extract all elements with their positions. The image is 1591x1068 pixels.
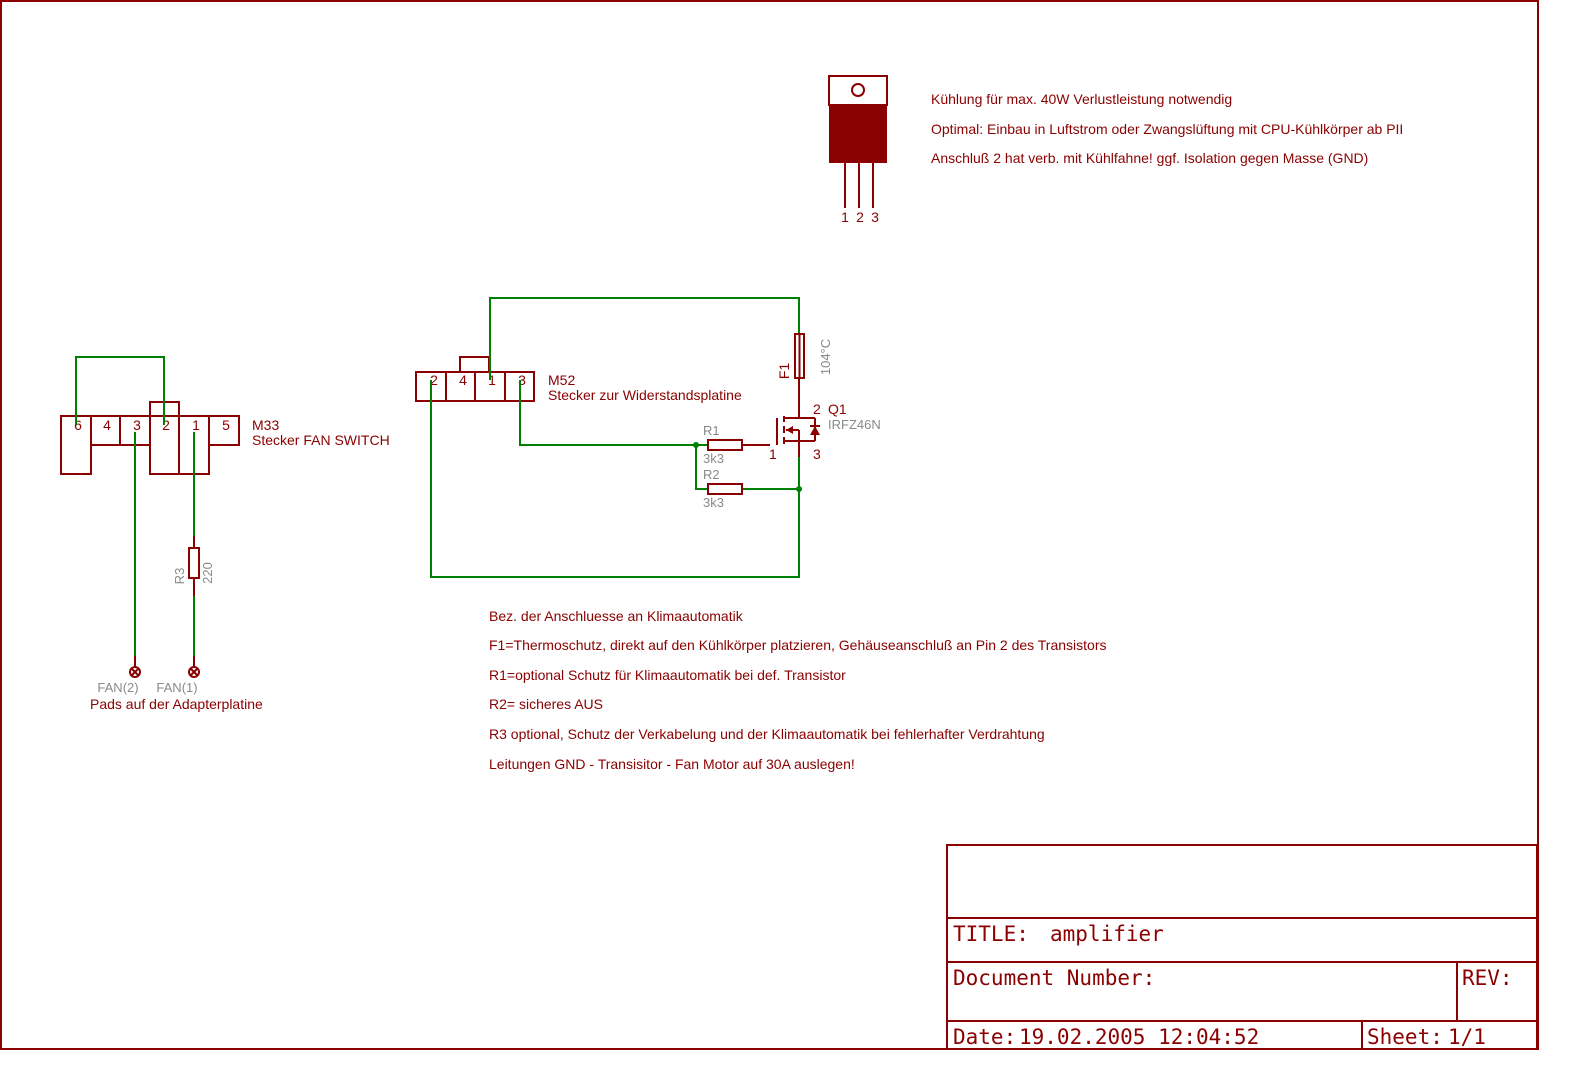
note-top-2: Optimal: Einbau in Luftstrom oder Zwangs…	[931, 121, 1403, 137]
m33-pin-4: 4	[103, 417, 111, 433]
note-bottom-2: F1=Thermoschutz, direkt auf den Kühlkörp…	[489, 637, 1107, 653]
wire-m52-pin1-f1	[489, 297, 800, 380]
f1-value: 104°C	[818, 339, 833, 375]
q1-value: IRFZ46N	[828, 417, 881, 432]
r1-value: 3k3	[703, 451, 724, 466]
package-pin-3-label: 3	[871, 209, 879, 225]
sheet-border	[0, 0, 1539, 1050]
m33-pin-5: 5	[222, 417, 230, 433]
package-pin-1-label: 1	[841, 209, 849, 225]
resistor-r3: R3 220	[172, 536, 215, 596]
note-bottom-4: R2= sicheres AUS	[489, 696, 603, 712]
r3-body	[188, 547, 200, 579]
m33-pin-6: 6	[74, 417, 82, 433]
sheet-value: 1/1	[1448, 1025, 1486, 1049]
m33-pin-1: 1	[192, 417, 200, 433]
r3-name: R3	[172, 568, 187, 585]
note-bottom-6: Leitungen GND - Transisitor - Fan Motor …	[489, 756, 855, 772]
f1-name: F1	[776, 363, 792, 380]
m33-pin-2: 2	[162, 417, 170, 433]
m33-connector: 6 4 3 2 1 5 M33 Stecker FAN SWITCH	[60, 401, 390, 475]
q1-name: Q1	[828, 401, 847, 417]
r2-value: 3k3	[703, 495, 724, 510]
package-mounting-hole	[851, 83, 865, 97]
m33-pin-3: 3	[133, 417, 141, 433]
wire-r1-r2-junction	[695, 445, 708, 490]
package-tab	[828, 75, 888, 106]
junction-r1-r2	[693, 442, 699, 448]
note-bottom-1: Bez. der Anschluesse an Klimaautomatik	[489, 608, 744, 624]
m52-pin-3: 3	[518, 372, 526, 388]
m52-description: Stecker zur Widerstandsplatine	[548, 387, 742, 403]
package-pin-2-label: 2	[856, 209, 864, 225]
m52-key	[459, 356, 490, 373]
m52-name: M52	[548, 372, 575, 388]
resistor-r2: R2 3k3	[703, 467, 743, 510]
pad-fan1-label: FAN(1)	[156, 680, 197, 695]
pads-caption: Pads auf der Adapterplatine	[90, 696, 263, 712]
document-number-label: Document Number:	[953, 966, 1155, 990]
title-block: TITLE: amplifier Document Number: REV: D…	[946, 844, 1538, 1050]
package-body	[829, 105, 887, 163]
mosfet-q1: 2 1 3 Q1 IRFZ46N	[769, 401, 881, 462]
pad-fan1: FAN(1)	[156, 656, 200, 695]
q1-body-diode	[810, 426, 820, 435]
m52-pin-4: 4	[459, 372, 467, 388]
rev-label: REV:	[1462, 966, 1513, 990]
q1-pin-3: 3	[813, 446, 821, 462]
m52-pin-1: 1	[488, 372, 496, 388]
wire-m33-jumper	[75, 356, 165, 425]
q1-pin-1: 1	[769, 446, 777, 462]
fuse-f1: F1 104°C	[776, 333, 833, 380]
m33-outline	[60, 415, 240, 475]
junction-source	[796, 486, 802, 492]
note-top-1: Kühlung für max. 40W Verlustleistung not…	[931, 91, 1232, 107]
resistor-r1: R1 3k3	[703, 423, 770, 466]
to220-package: 1 2 3	[828, 75, 888, 225]
m33-name: M33	[252, 417, 279, 433]
note-bottom-3: R1=optional Schutz für Klimaautomatik be…	[489, 667, 846, 683]
date-label: Date:	[953, 1025, 1016, 1049]
m33-description: Stecker FAN SWITCH	[252, 432, 390, 448]
r1-body	[707, 439, 743, 451]
q1-arrow	[786, 426, 793, 434]
pad-fan2: FAN(2)	[97, 656, 141, 695]
title-value: amplifier	[1050, 922, 1164, 946]
wire-m52-pin3-r1	[519, 380, 696, 446]
title-label: TITLE:	[953, 922, 1029, 946]
r3-value: 220	[200, 562, 215, 584]
pad-fan2-label: FAN(2)	[97, 680, 138, 695]
wire-source-m52-pin2	[430, 380, 800, 578]
r1-name: R1	[703, 423, 720, 438]
r2-body	[707, 483, 743, 495]
q1-pin-2: 2	[813, 401, 821, 417]
note-bottom-5: R3 optional, Schutz der Verkabelung und …	[489, 726, 1045, 742]
note-top-3: Anschluß 2 hat verb. mit Kühlfahne! ggf.…	[931, 150, 1368, 166]
sheet-label: Sheet:	[1367, 1025, 1443, 1049]
r2-name: R2	[703, 467, 720, 482]
date-value: 19.02.2005 12:04:52	[1019, 1025, 1259, 1049]
m52-pin-2: 2	[430, 372, 438, 388]
m52-connector: 2 4 1 3 M52 Stecker zur Widerstandsplati…	[415, 356, 742, 403]
